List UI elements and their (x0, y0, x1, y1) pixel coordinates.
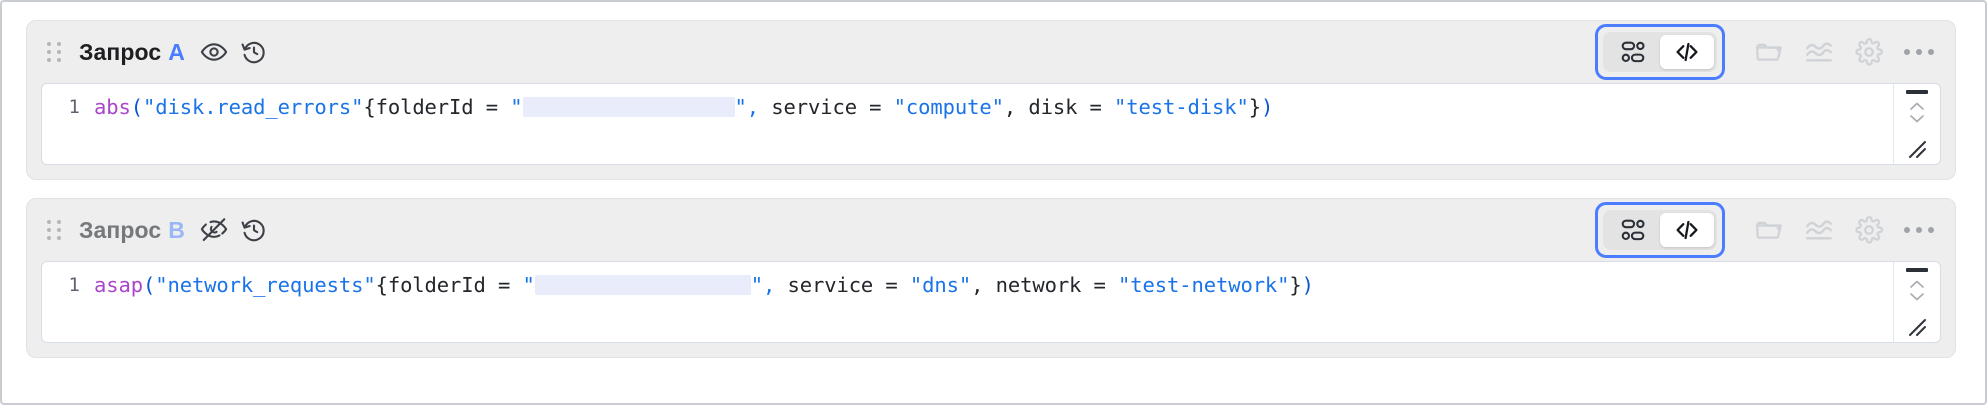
code-value-disk: "test-disk" (1114, 95, 1249, 119)
code-editor-icon[interactable] (1660, 35, 1714, 69)
code-sep-2: , (1003, 95, 1029, 119)
code-label-service: service = (787, 273, 910, 297)
chevron-down-icon (1910, 115, 1924, 123)
stepper-bar (1906, 268, 1928, 272)
chevron-up-icon (1910, 102, 1924, 110)
more-options-icon[interactable] (1897, 32, 1941, 72)
code-value-service: "dns" (909, 273, 972, 297)
editor-side-controls-b (1893, 262, 1940, 342)
code-open-brace: { (375, 273, 388, 297)
code-quote-close: ", (734, 95, 772, 119)
code-metric-name: "network_requests" (155, 273, 376, 297)
code-function: asap (94, 273, 143, 297)
code-sep-2: , (971, 273, 996, 297)
code-label-folderid: folderId = (375, 95, 511, 119)
editor-mode-switch-b (1595, 202, 1725, 258)
code-open-paren: ( (142, 273, 156, 297)
folder-icon[interactable] (1747, 210, 1791, 250)
line-stepper[interactable] (1906, 262, 1928, 303)
visual-editor-icon[interactable] (1606, 213, 1660, 247)
stepper-bar (1906, 90, 1928, 94)
code-label-folderid: folderId = (387, 273, 523, 297)
code-editor-a[interactable]: 1 abs("disk.read_errors"{folderId = " ", … (41, 83, 1941, 165)
code-line-b[interactable]: asap("network_requests"{folderId = " ", s… (94, 271, 1314, 299)
editor-mode-segmented (1603, 210, 1717, 250)
eye-off-icon[interactable] (197, 213, 231, 247)
code-label-disk: disk = (1028, 95, 1115, 119)
redacted-folder-id (534, 275, 751, 295)
code-editor-b[interactable]: 1 asap("network_requests"{folderId = " ",… (41, 261, 1941, 343)
query-title-label: Запрос (79, 216, 162, 243)
chevron-up-icon (1910, 280, 1924, 288)
history-icon[interactable] (237, 213, 271, 247)
chevron-down-icon (1910, 293, 1924, 301)
code-area-b[interactable]: 1 asap("network_requests"{folderId = " ",… (42, 262, 1893, 342)
code-quote-open: " (510, 95, 523, 119)
line-stepper[interactable] (1906, 84, 1928, 125)
editor-side-controls-a (1893, 84, 1940, 164)
resize-handle[interactable] (1902, 134, 1932, 164)
more-dots (1904, 227, 1934, 233)
code-quote-open: " (522, 273, 535, 297)
code-quote-close: ", (750, 273, 788, 297)
code-close-paren: ) (1301, 273, 1314, 297)
code-editor-icon[interactable] (1660, 213, 1714, 247)
query-badge-b: B (168, 216, 185, 243)
chart-line-icon[interactable] (1797, 32, 1841, 72)
code-function: abs (94, 95, 131, 119)
redacted-folder-id (522, 97, 735, 117)
gear-icon[interactable] (1847, 210, 1891, 250)
code-open-paren: ( (130, 95, 143, 119)
chart-line-icon[interactable] (1797, 210, 1841, 250)
code-metric-name: "disk.read_errors" (142, 95, 364, 119)
visual-editor-icon[interactable] (1606, 35, 1660, 69)
code-value-network: "test-network" (1118, 273, 1290, 297)
editor-mode-segmented (1603, 32, 1717, 72)
drag-handle[interactable] (43, 217, 65, 243)
editor-mode-switch-a (1595, 24, 1725, 80)
eye-icon[interactable] (197, 35, 231, 69)
code-line-a[interactable]: abs("disk.read_errors"{folderId = " ", se… (94, 93, 1273, 121)
code-label-network: network = (995, 273, 1119, 297)
history-icon[interactable] (237, 35, 271, 69)
drag-handle[interactable] (43, 39, 65, 65)
line-number: 1 (68, 274, 80, 296)
resize-handle[interactable] (1902, 312, 1932, 342)
code-close-brace: } (1248, 95, 1261, 119)
code-area-a[interactable]: 1 abs("disk.read_errors"{folderId = " ", … (42, 84, 1893, 164)
code-open-brace: { (363, 95, 376, 119)
folder-icon[interactable] (1747, 32, 1791, 72)
more-dots (1904, 49, 1934, 55)
code-label-service: service = (771, 95, 894, 119)
query-title-label: Запрос (79, 38, 162, 65)
gear-icon[interactable] (1847, 32, 1891, 72)
code-close-paren: ) (1260, 95, 1274, 119)
query-badge-a: A (168, 38, 185, 65)
code-close-brace: } (1289, 273, 1302, 297)
code-value-service: "compute" (893, 95, 1004, 119)
more-options-icon[interactable] (1897, 210, 1941, 250)
line-number: 1 (68, 96, 80, 118)
